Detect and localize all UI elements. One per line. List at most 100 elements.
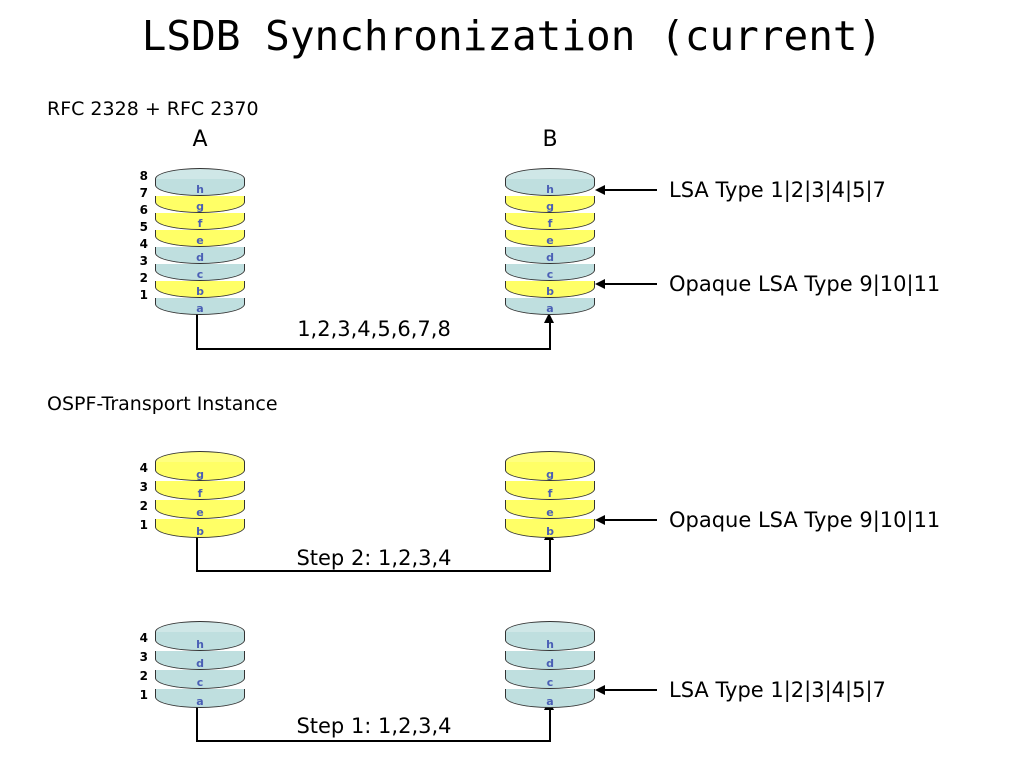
cylinder-layer-label: b	[196, 525, 204, 538]
cylinder-layer: d	[155, 651, 245, 670]
cylinder-layer-label: e	[546, 506, 554, 519]
cylinder-layer: c	[155, 264, 245, 281]
index-number: 4	[139, 631, 148, 645]
cylinder-layer: f	[505, 481, 595, 500]
cylinder-layer: a	[505, 689, 595, 708]
callout-text: Opaque LSA Type 9|10|11	[669, 272, 941, 296]
cylinder-layer-face	[505, 519, 595, 538]
cylinder-layer-label: c	[546, 676, 554, 689]
callout-opaque-lsa-mid: Opaque LSA Type 9|10|11	[595, 508, 940, 532]
cylinder-layer-label: c	[196, 268, 204, 281]
index-number: 4	[139, 461, 148, 475]
cylinder-layer: f	[155, 481, 245, 500]
cylinder-layer-label: d	[196, 657, 204, 670]
cylinder-layer-label: g	[546, 468, 554, 481]
arrow-left-icon	[595, 515, 657, 525]
cylinder-layer: g	[505, 196, 595, 213]
callout-opaque-lsa-top: Opaque LSA Type 9|10|11	[595, 272, 940, 296]
cylinder-layer-face	[155, 689, 245, 708]
cylinder-layer-face	[505, 689, 595, 708]
cylinder-layer: h	[505, 179, 595, 196]
cylinder-layer-label: c	[546, 268, 554, 281]
arrow-left-icon	[595, 185, 657, 195]
cylinder-layer: g	[155, 462, 245, 481]
cylinder-layer: h	[155, 179, 245, 196]
index-number: 1	[139, 288, 148, 302]
cylinder-layer-label: a	[196, 695, 204, 708]
cylinder-layer: b	[155, 519, 245, 538]
index-number: 2	[139, 669, 148, 683]
cylinder-layer-label: h	[546, 183, 554, 196]
cylinder-layer: e	[505, 500, 595, 519]
cylinder-layer: c	[505, 670, 595, 689]
callout-lsa-type-bottom: LSA Type 1|2|3|4|5|7	[595, 678, 886, 702]
cylinder-caption-b: B	[542, 127, 558, 152]
cylinder-layer: e	[505, 230, 595, 247]
cylinder-layer: e	[155, 230, 245, 247]
cylinder-layer: e	[155, 500, 245, 519]
connector-label-rfc: 1,2,3,4,5,6,7,8	[297, 317, 451, 341]
cylinder-layer: d	[155, 247, 245, 264]
callout-lsa-type-top: LSA Type 1|2|3|4|5|7	[595, 178, 886, 202]
cylinder-layer-label: f	[197, 487, 203, 500]
cylinder-layer-label: f	[547, 217, 553, 230]
cylinder-layer-label: f	[547, 487, 553, 500]
connector-label-opaque: Step 2: 1,2,3,4	[296, 546, 452, 570]
cylinder-layer: c	[155, 670, 245, 689]
cylinder-layer-label: f	[197, 217, 203, 230]
cylinder-layer-label: e	[196, 234, 204, 247]
cylinder-layer-label: e	[546, 234, 554, 247]
callout-text: LSA Type 1|2|3|4|5|7	[669, 678, 886, 702]
cylinder-layer: b	[505, 281, 595, 298]
section-heading-rfc: RFC 2328 + RFC 2370	[47, 98, 259, 120]
index-number: 2	[139, 271, 148, 285]
cylinder-layer-label: a	[546, 695, 554, 708]
cylinder-layer: b	[505, 519, 595, 538]
cylinder-layer: a	[155, 298, 245, 315]
cylinder-layer-label: b	[196, 285, 204, 298]
callout-text: LSA Type 1|2|3|4|5|7	[669, 178, 886, 202]
cylinder-layer: f	[155, 213, 245, 230]
cylinder-layer-label: h	[546, 638, 554, 651]
cylinder-layer-face	[155, 519, 245, 538]
cylinder-layer: g	[155, 196, 245, 213]
cylinder-layer: g	[505, 462, 595, 481]
cylinder-layer-label: g	[196, 468, 204, 481]
cylinder-layer-label: d	[546, 251, 554, 264]
cylinder-layer: a	[155, 689, 245, 708]
callout-text: Opaque LSA Type 9|10|11	[669, 508, 941, 532]
index-number: 3	[139, 254, 148, 268]
cylinder-layer-label: d	[546, 657, 554, 670]
cylinder-layer-label: g	[196, 200, 204, 213]
index-number: 1	[139, 518, 148, 532]
cylinder-layer-label: a	[196, 302, 204, 315]
cylinder-layer-label: h	[196, 638, 204, 651]
cylinder-layer: d	[505, 651, 595, 670]
index-number: 1	[139, 688, 148, 702]
cylinder-layer: h	[505, 632, 595, 651]
cylinder-layer-label: g	[546, 200, 554, 213]
cylinder-layer: d	[505, 247, 595, 264]
index-number: 5	[139, 220, 148, 234]
section-heading-ospf: OSPF-Transport Instance	[47, 393, 278, 415]
cylinder-layer-label: c	[196, 676, 204, 689]
cylinder-caption-a: A	[192, 127, 208, 152]
arrow-left-icon	[595, 279, 657, 289]
cylinder-layer: b	[155, 281, 245, 298]
arrow-left-icon	[595, 685, 657, 695]
cylinder-layer: h	[155, 632, 245, 651]
connector-label-regular: Step 1: 1,2,3,4	[296, 714, 452, 738]
cylinder-layer: c	[505, 264, 595, 281]
index-number: 4	[139, 237, 148, 251]
cylinder-layer: f	[505, 213, 595, 230]
cylinder-layer-label: e	[196, 506, 204, 519]
cylinder-layer-label: h	[196, 183, 204, 196]
cylinder-layer-label: b	[546, 285, 554, 298]
index-number: 8	[139, 169, 148, 183]
cylinder-layer-label: b	[546, 525, 554, 538]
index-number: 7	[139, 186, 148, 200]
cylinder-layer: a	[505, 298, 595, 315]
